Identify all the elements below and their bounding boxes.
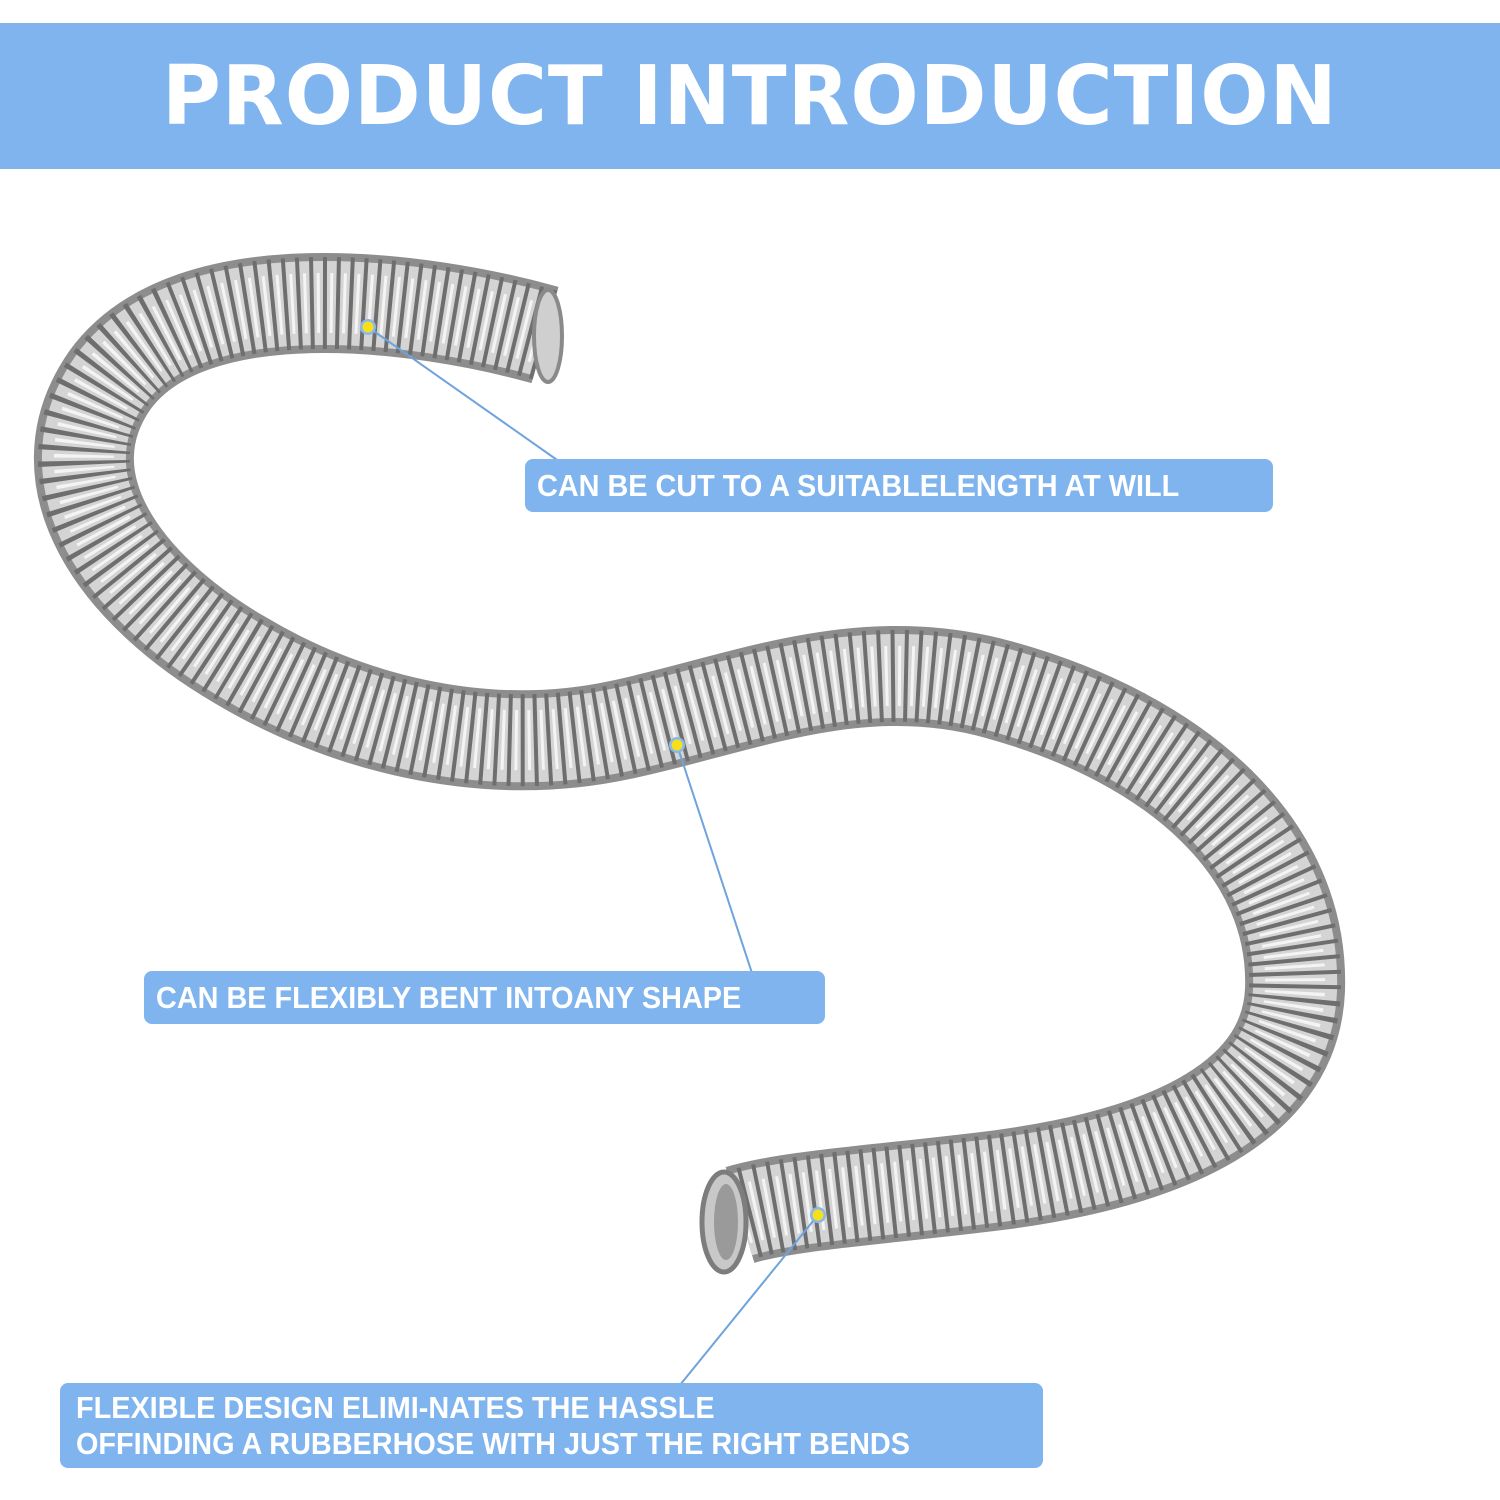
marker-dot-3 — [810, 1207, 826, 1223]
callout-text-line-1: FLEXIBLE DESIGN ELIMI-NATES THE HASSLE — [76, 1389, 715, 1425]
callout-flexible-design: FLEXIBLE DESIGN ELIMI-NATES THE HASSLE O… — [60, 1383, 1043, 1468]
leader-line-2 — [676, 744, 753, 974]
leader-line-3 — [679, 1214, 819, 1386]
title-banner: PRODUCT INTRODUCTION — [0, 23, 1500, 169]
callout-flexibly-bent: CAN BE FLEXIBLY BENT INTOANY SHAPE — [144, 971, 825, 1024]
callout-text: CAN BE FLEXIBLY BENT INTOANY SHAPE — [156, 979, 742, 1015]
marker-dot-1 — [360, 319, 376, 335]
callout-text-line-2: OFFINDING A RUBBERHOSE WITH JUST THE RIG… — [76, 1425, 910, 1461]
callout-text: CAN BE CUT TO A SUITABLELENGTH AT WILL — [537, 467, 1180, 503]
page-title: PRODUCT INTRODUCTION — [162, 48, 1338, 144]
marker-dot-2 — [669, 737, 685, 753]
hose-end-top — [532, 288, 564, 384]
callout-cut-to-length: CAN BE CUT TO A SUITABLELENGTH AT WILL — [525, 459, 1273, 512]
hose-body — [33, 252, 1346, 1264]
leader-line-1 — [367, 326, 561, 463]
